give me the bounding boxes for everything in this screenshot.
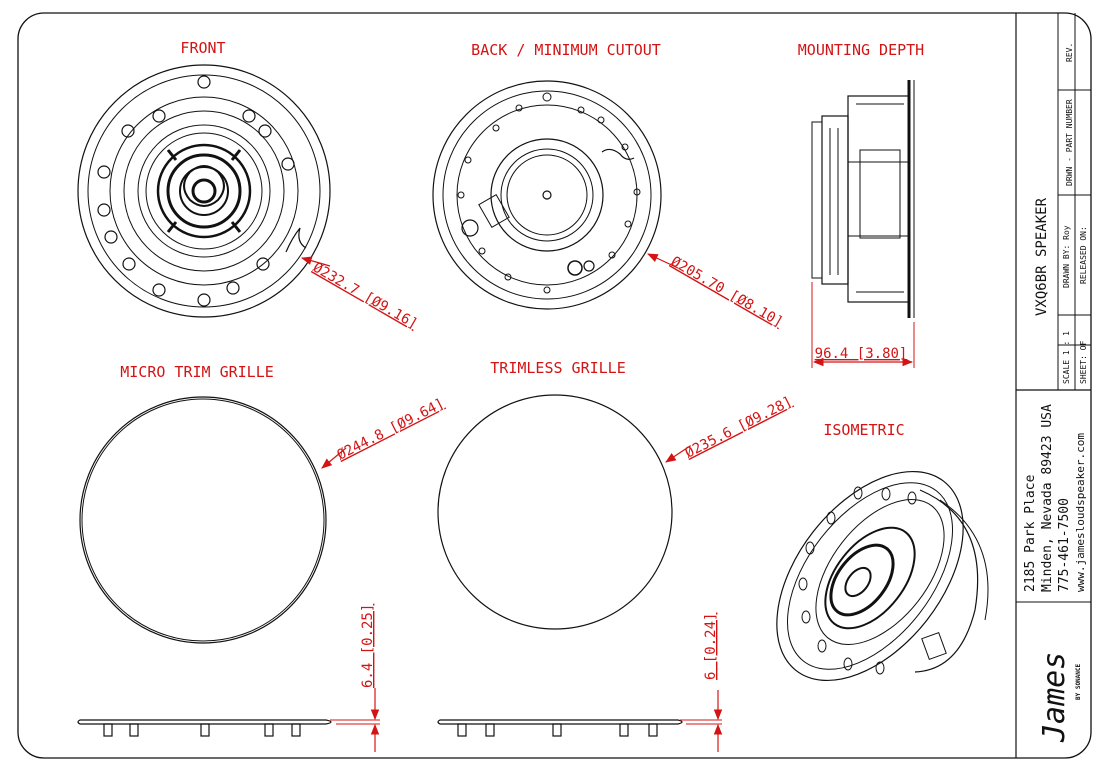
phone-number: 775-461-7500 xyxy=(1057,498,1072,592)
sheet-border xyxy=(17,12,1092,759)
micro-trim-grille xyxy=(79,396,327,644)
label-micro-trim: MICRO TRIM GRILLE xyxy=(120,363,274,381)
back-dim-leader xyxy=(647,253,679,269)
front-dim-leader xyxy=(300,256,331,267)
label-back: BACK / MINIMUM CUTOUT xyxy=(471,41,661,59)
trimless-profile xyxy=(437,719,683,737)
address-line-1: 2185 Park Place xyxy=(1023,474,1038,592)
rev-label: REV. xyxy=(1065,43,1074,62)
label-front: FRONT xyxy=(180,39,225,57)
micro-dim-leader xyxy=(321,447,347,469)
svg-text:BY SONANCE: BY SONANCE xyxy=(1075,663,1082,700)
dim-micro-thickness: 6.4 [0.25] xyxy=(360,604,376,688)
dim-front-diameter: Ø232.7 [Ø9.16] xyxy=(310,260,420,333)
label-mounting-depth: MOUNTING DEPTH xyxy=(798,41,924,59)
dim-micro-diameter: Ø244.8 [Ø9.64] xyxy=(335,396,447,464)
front-view xyxy=(77,64,331,318)
james-logo: James BY SONANCE xyxy=(1037,652,1082,743)
trimless-grille xyxy=(437,394,673,630)
part-number-label: DRWN - PART NUMBER xyxy=(1065,99,1074,186)
label-isometric: ISOMETRIC xyxy=(823,421,904,439)
dim-trimless-diameter: Ø235.6 [Ø9.28] xyxy=(683,394,795,462)
back-screw-holes xyxy=(457,92,641,294)
label-trimless: TRIMLESS GRILLE xyxy=(490,359,625,377)
micro-trim-profile xyxy=(77,719,332,737)
released-on-label: RELEASED ON: xyxy=(1079,226,1088,284)
dim-depth: 96.4 [3.80] xyxy=(815,346,908,362)
dim-trimless-thickness: 6 [0.24] xyxy=(703,613,719,680)
drawing-title: VXQ6BR SPEAKER xyxy=(1034,197,1050,316)
svg-text:James: James xyxy=(1037,652,1072,743)
sheet-label: SHEET: OF xyxy=(1079,340,1088,384)
scale-label: SCALE 1 : 1 xyxy=(1062,331,1071,384)
website: www.jamesloudspeaker.com xyxy=(1074,433,1087,592)
dim-back-diameter: Ø205.70 [Ø8.10] xyxy=(668,254,785,331)
front-mounting-holes xyxy=(97,75,295,307)
drawn-by-label: DRAWN BY: Roy xyxy=(1062,225,1071,288)
back-view xyxy=(432,80,662,310)
mounting-depth-view xyxy=(811,80,915,318)
iso-mounting-holes xyxy=(798,486,917,675)
isometric-view xyxy=(776,470,989,682)
trimless-dim-leader xyxy=(665,445,691,463)
title-block: VXQ6BR SPEAKER REV. DRWN - PART NUMBER D… xyxy=(1015,13,1091,758)
address-line-2: Minden, Nevada 89423 USA xyxy=(1040,404,1055,592)
